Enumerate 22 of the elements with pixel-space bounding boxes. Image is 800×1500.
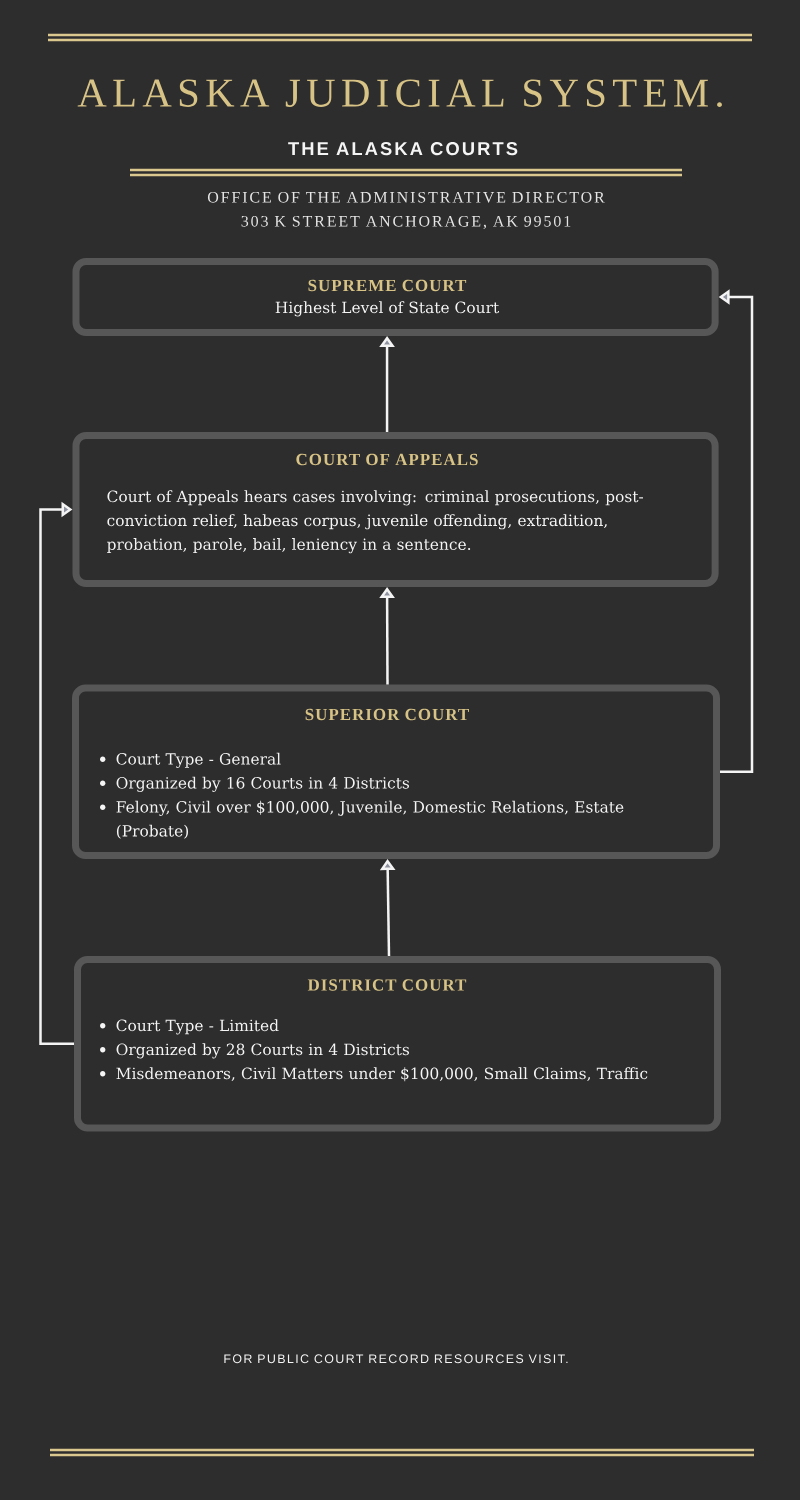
list-item: Court Type - Limited: [116, 1019, 279, 1035]
list-item: Organized by 28 Courts in 4 Districts: [116, 1043, 410, 1059]
address-line: 303 K STREET ANCHORAGE, AK 99501: [241, 215, 571, 229]
court-box: [72, 432, 719, 587]
box-text: Court of Appeals hears cases involving: criminal prosecutions, post-conviction relief, habeas corpus, juvenile offending, extradition, probation, parole, bail, leniency in a sentence.: [107, 490, 644, 554]
box-title: SUPREME COURT: [308, 279, 467, 292]
box-title: DISTRICT COURT: [307, 979, 467, 991]
subtitle: THE ALASKA COURTS: [288, 142, 518, 156]
list-item: Misdemeanors, Civil Matters under $100,000, Small Claims, Traffic: [116, 1067, 648, 1082]
court-box: [72, 684, 720, 859]
box-title: SUPERIOR COURT: [305, 708, 469, 721]
box-text: Highest Level of State Court: [275, 301, 500, 317]
page-title: ALASKA JUDICIAL SYSTEM.: [77, 79, 722, 108]
list-item: Court Type - General: [116, 752, 281, 768]
list-item: Organized by 16 Courts in 4 Districts: [116, 776, 410, 792]
footer-note: FOR PUBLIC COURT RECORD RESOURCES VISIT.: [224, 1354, 568, 1364]
arrow: [39, 501, 74, 1045]
box-title: COURT OF APPEALS: [296, 453, 478, 466]
court-box: [72, 258, 719, 336]
address-line: OFFICE OF THE ADMINISTRATIVE DIRECTOR: [207, 191, 605, 203]
court-box: [74, 956, 721, 1132]
list-item: Felony, Civil over $100,000, Juvenile, Domestic Relations, Estate (Probate): [116, 800, 624, 839]
